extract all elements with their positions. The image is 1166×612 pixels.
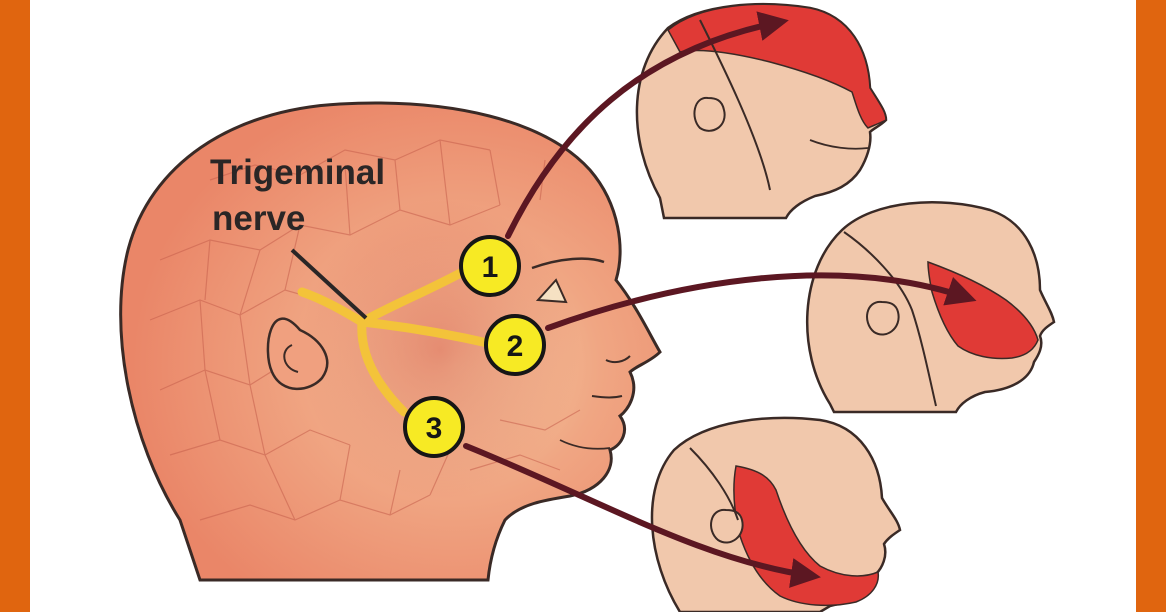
marker-1-circle bbox=[459, 235, 521, 297]
marker-3-circle bbox=[403, 396, 465, 458]
head-mandibular bbox=[650, 416, 902, 612]
left-frame-border bbox=[0, 0, 30, 612]
nerve-branch-1 bbox=[357, 263, 475, 327]
marker-1-number: 1 bbox=[482, 251, 499, 284]
diagram-label-line1: Trigeminal bbox=[210, 153, 385, 192]
main-eye bbox=[535, 278, 568, 304]
arrow-branch-3 bbox=[463, 443, 821, 588]
nerve-trunk bbox=[297, 287, 367, 327]
main-mouth bbox=[591, 395, 623, 399]
arrow-branch-1 bbox=[505, 11, 789, 239]
marker-3-number: 3 bbox=[426, 412, 443, 445]
marker-2-number: 2 bbox=[507, 330, 524, 363]
head-maxillary-ear bbox=[866, 300, 900, 336]
head-ophthalmic bbox=[635, 3, 888, 220]
nerve-branch-3 bbox=[357, 317, 409, 417]
label-pointer-line bbox=[290, 248, 368, 320]
skin-texture bbox=[149, 139, 581, 521]
trigeminal-nerve bbox=[297, 263, 497, 417]
marker-3: 3 bbox=[403, 396, 465, 458]
main-eyebrow bbox=[531, 257, 605, 270]
main-head bbox=[119, 101, 662, 582]
head-maxillary bbox=[805, 201, 1056, 414]
branch-arrows bbox=[463, 11, 977, 588]
nerve-branch-2 bbox=[357, 317, 497, 349]
arrow-branch-2 bbox=[545, 272, 977, 331]
main-nostril bbox=[605, 355, 631, 364]
head-ophthalmic-ear bbox=[693, 96, 726, 132]
head-mandibular-ear bbox=[710, 508, 744, 544]
right-frame-border bbox=[1136, 0, 1166, 612]
diagram-label-line2: nerve bbox=[212, 199, 305, 238]
marker-2-circle bbox=[484, 314, 546, 376]
main-ear bbox=[266, 317, 329, 391]
main-chin-line bbox=[559, 439, 611, 450]
marker-1: 1 bbox=[459, 235, 521, 297]
marker-2: 2 bbox=[484, 314, 546, 376]
head-maxillary-silhouette bbox=[805, 201, 1056, 414]
